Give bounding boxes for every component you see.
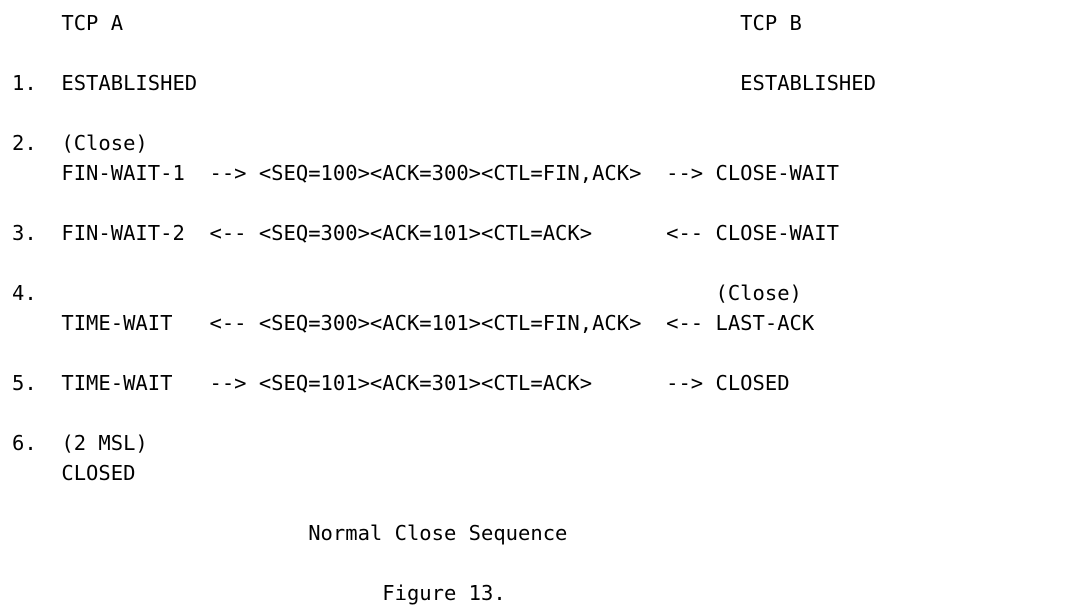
step-2-event-row: 2. (Close) [12, 128, 148, 158]
figure-number: Figure 13. [12, 578, 506, 608]
step-4-event-row: 4. (Close) [12, 278, 802, 308]
step-4-row: TIME-WAIT <-- <SEQ=300><ACK=101><CTL=FIN… [12, 308, 814, 338]
step-2-text: FIN-WAIT-1 --> <SEQ=100><ACK=300><CTL=FI… [12, 161, 839, 185]
step-2-event-text: 2. (Close) [12, 131, 148, 155]
header-row: TCP A TCP B [12, 8, 802, 38]
step-1-row: 1. ESTABLISHED ESTABLISHED [12, 68, 876, 98]
step-4-event-text: 4. (Close) [12, 281, 802, 305]
step-6-text: CLOSED [12, 461, 136, 485]
step-3-text: 3. FIN-WAIT-2 <-- <SEQ=300><ACK=101><CTL… [12, 221, 839, 245]
figure-caption: Normal Close Sequence [12, 518, 567, 548]
step-1-text: 1. ESTABLISHED ESTABLISHED [12, 71, 876, 95]
header-text: TCP A TCP B [12, 11, 802, 35]
caption-text: Normal Close Sequence [12, 521, 568, 545]
step-6-event-row: 6. (2 MSL) [12, 428, 148, 458]
step-6-event-text: 6. (2 MSL) [12, 431, 148, 455]
step-6-row: CLOSED [12, 458, 135, 488]
step-5-row: 5. TIME-WAIT --> <SEQ=101><ACK=301><CTL=… [12, 368, 790, 398]
step-2-row: FIN-WAIT-1 --> <SEQ=100><ACK=300><CTL=FI… [12, 158, 839, 188]
step-4-text: TIME-WAIT <-- <SEQ=300><ACK=101><CTL=FIN… [12, 311, 815, 335]
step-5-text: 5. TIME-WAIT --> <SEQ=101><ACK=301><CTL=… [12, 371, 790, 395]
step-3-row: 3. FIN-WAIT-2 <-- <SEQ=300><ACK=101><CTL… [12, 218, 839, 248]
figure-number-text: Figure 13. [12, 581, 506, 605]
